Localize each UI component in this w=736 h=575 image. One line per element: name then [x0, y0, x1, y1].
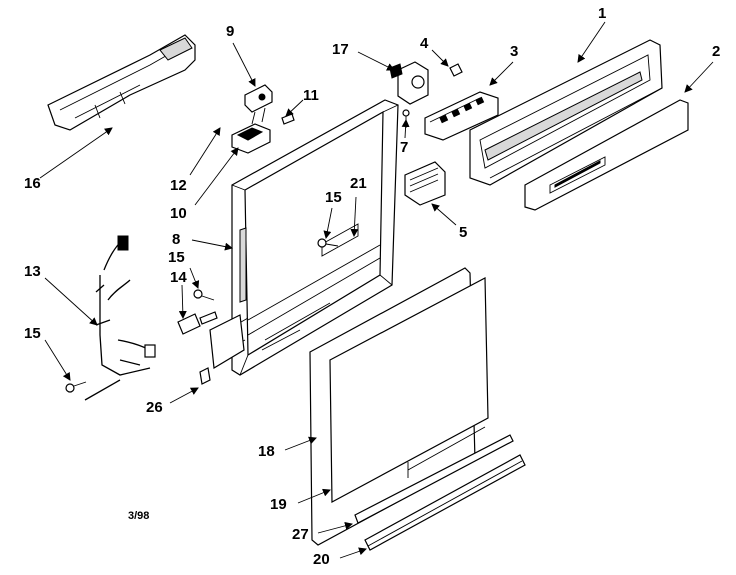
- part-5-button-pad: [404, 161, 446, 206]
- date-code: 3/98: [128, 510, 150, 522]
- part-26-clip: [199, 367, 211, 385]
- callout-11: 11: [303, 87, 319, 104]
- callout-15-middle: 15: [168, 249, 185, 266]
- part-16-top-bracket: [47, 34, 196, 131]
- callout-27: 27: [292, 526, 309, 543]
- callout-5: 5: [459, 224, 468, 241]
- callout-10: 10: [170, 205, 187, 222]
- part-15-screw-middle: [193, 289, 215, 301]
- callout-18: 18: [258, 443, 275, 460]
- part-14-connector: [177, 311, 218, 335]
- callout-15-upper: 15: [325, 189, 342, 206]
- callout-26: 26: [146, 399, 163, 416]
- leader-lines: [39, 21, 714, 559]
- part-20-kick-strip: [364, 454, 526, 551]
- callout-17: 17: [332, 41, 349, 58]
- part-9-hinge-assembly: [231, 84, 295, 154]
- callout-4: 4: [420, 35, 429, 52]
- part-15-screw-left: [65, 381, 87, 393]
- callout-9: 9: [226, 23, 235, 40]
- callout-8: 8: [172, 231, 181, 248]
- callout-21: 21: [350, 175, 367, 192]
- part-8-inner-door-frame: [209, 99, 399, 376]
- callout-1: 1: [598, 5, 607, 22]
- callout-3: 3: [510, 43, 519, 60]
- callout-14: 14: [170, 269, 187, 286]
- callout-15-left: 15: [24, 325, 41, 342]
- part-13-wire-harness: [84, 235, 156, 401]
- part-4-clip: [449, 63, 463, 77]
- part-17-switch: [389, 61, 429, 105]
- callout-12: 12: [170, 177, 187, 194]
- part-2-trim-panel: [524, 99, 689, 211]
- callout-20: 20: [313, 551, 330, 568]
- part-19-inner-panel: [329, 277, 489, 503]
- callout-2: 2: [712, 43, 721, 60]
- callout-13: 13: [24, 263, 41, 280]
- callout-7: 7: [400, 139, 409, 156]
- callout-16: 16: [24, 175, 41, 192]
- part-3-control-module: [424, 91, 499, 141]
- part-1-control-panel: [469, 39, 663, 186]
- part-27-trim-strip: [354, 434, 514, 524]
- part-15-screw-upper: [317, 238, 339, 248]
- callout-19: 19: [270, 496, 287, 513]
